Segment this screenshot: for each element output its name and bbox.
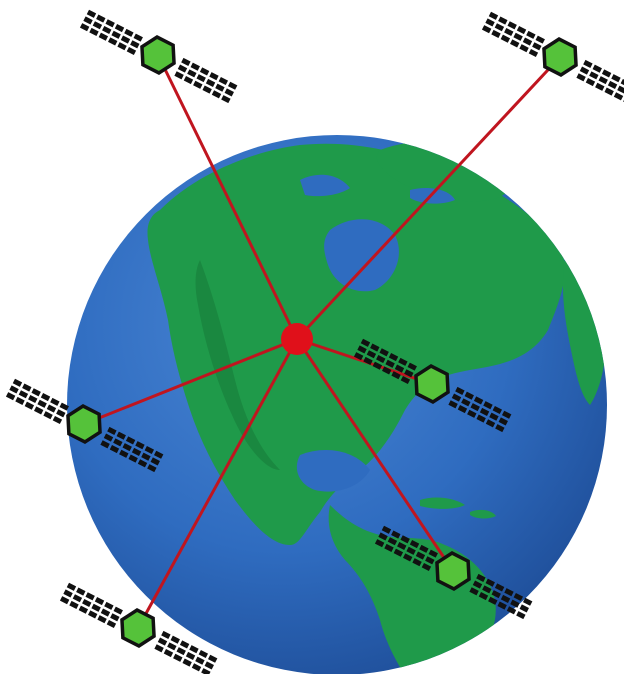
satellite-body	[115, 606, 161, 650]
solar-panel-left	[482, 12, 545, 57]
satellite-icon	[78, 4, 241, 107]
solar-panel-right	[576, 60, 624, 105]
solar-panel-left	[6, 379, 69, 424]
satellite-body	[135, 33, 181, 77]
solar-panel-left	[80, 10, 143, 55]
earth-globe	[67, 135, 607, 674]
receiver-dot-icon	[281, 323, 313, 355]
satellite-icon	[480, 6, 624, 109]
solar-panel-left	[60, 583, 123, 628]
solar-panel-right	[174, 58, 237, 103]
